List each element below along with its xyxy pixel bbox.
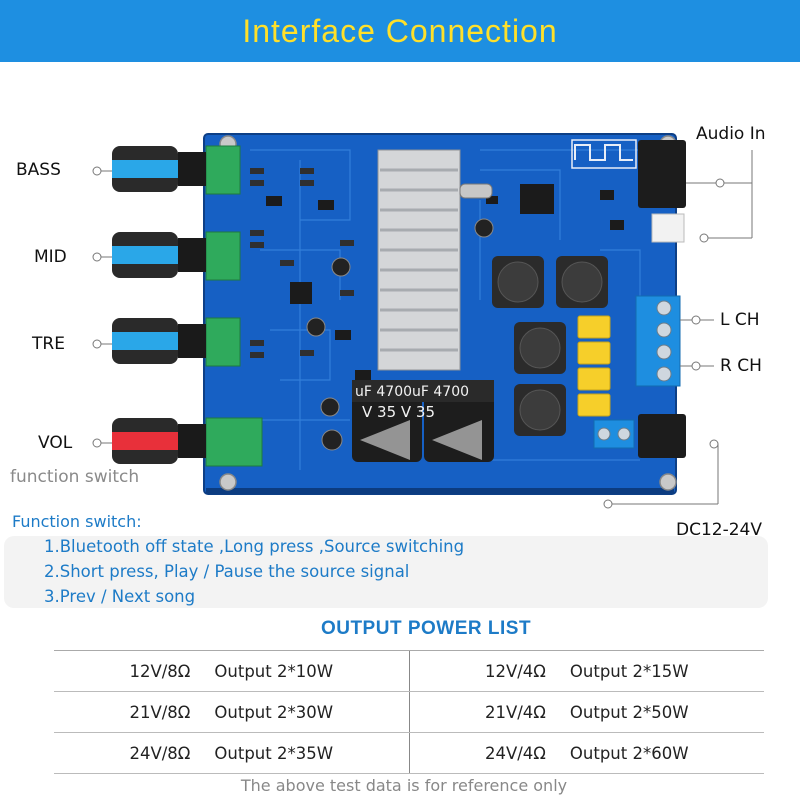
function-switch-item-1: 1.Bluetooth off state ,Long press ,Sourc… [44, 537, 465, 556]
inductors [492, 256, 608, 436]
r-ch-label: R CH [720, 356, 762, 376]
voltage-impedance: 12V/8Ω [129, 661, 191, 681]
film-capacitors [577, 315, 611, 417]
tre-knob [112, 318, 206, 364]
power-list-table: 12V/8Ω Output 2*10W 12V/4Ω Output 2*15W … [54, 650, 764, 774]
power-cell: 12V/4Ω Output 2*15W [410, 651, 765, 691]
output-power: Output 2*30W [214, 702, 334, 722]
power-cell: 12V/8Ω Output 2*10W [54, 651, 410, 691]
table-row: 12V/8Ω Output 2*10W 12V/4Ω Output 2*15W [54, 651, 764, 692]
bluetooth-module [571, 139, 637, 169]
mid-label: MID [34, 247, 67, 267]
header-bar: Interface Connection [0, 0, 800, 62]
audio-in-header [651, 213, 685, 243]
output-power: Output 2*15W [569, 661, 689, 681]
capacitor-print-2: V 35 V 35 [362, 403, 435, 421]
function-switch-box [4, 536, 768, 608]
power-cell: 21V/8Ω Output 2*30W [54, 692, 410, 732]
mid-knob [112, 232, 206, 278]
pcb-edge [206, 488, 674, 494]
power-cell: 24V/8Ω Output 2*35W [54, 733, 410, 773]
table-row: 24V/8Ω Output 2*35W 24V/4Ω Output 2*60W [54, 733, 764, 774]
main-capacitors: uF 4700uF 4700 V 35 V 35 [352, 380, 494, 462]
small-capacitors [306, 218, 494, 451]
output-power: Output 2*10W [214, 661, 334, 681]
small-components [266, 184, 624, 380]
page-title: Interface Connection [242, 12, 558, 49]
function-switch-caption: function switch [10, 467, 140, 487]
heatsink [377, 149, 461, 371]
terminal-screws [656, 300, 672, 382]
bass-label: BASS [16, 160, 61, 180]
dc-label: DC12-24V [676, 520, 762, 540]
function-switch-heading: Function switch: [12, 512, 142, 531]
table-row: 21V/8Ω Output 2*30W 21V/4Ω Output 2*50W [54, 692, 764, 733]
voltage-impedance: 24V/4Ω [484, 743, 546, 763]
audio-in-jack [638, 140, 686, 208]
amplifier-board-image: uF 4700uF 4700 V 35 V 35 [92, 133, 753, 509]
dc-jack [638, 414, 686, 458]
capacitor-print-1: uF 4700uF 4700 [355, 384, 469, 400]
crystal-oscillator [459, 183, 493, 199]
resistor-arrays [250, 168, 354, 358]
function-switch-item-2: 2.Short press, Play / Pause the source s… [44, 562, 410, 581]
leader-lines [92, 150, 753, 509]
output-power: Output 2*60W [569, 743, 689, 763]
tre-label: TRE [32, 334, 65, 354]
output-power: Output 2*35W [214, 743, 334, 763]
power-cell: 21V/4Ω Output 2*50W [410, 692, 765, 732]
voltage-impedance: 24V/8Ω [129, 743, 191, 763]
audio-in-label: Audio In [696, 124, 766, 144]
bluetooth-antenna [574, 144, 633, 161]
power-list-title: OUTPUT POWER LIST [320, 618, 532, 639]
power-cell: 24V/4Ω Output 2*60W [410, 733, 765, 773]
vol-knob [112, 418, 206, 464]
bass-knob [112, 146, 206, 192]
voltage-impedance: 12V/4Ω [484, 661, 546, 681]
voltage-impedance: 21V/8Ω [129, 702, 191, 722]
voltage-impedance: 21V/4Ω [484, 702, 546, 722]
output-power: Output 2*50W [569, 702, 689, 722]
vol-label: VOL [38, 433, 73, 453]
board-illustration: uF 4700uF 4700 V 35 V 35 [0, 62, 800, 540]
footnote: The above test data is for reference onl… [240, 776, 568, 795]
pcb-traces [230, 149, 641, 470]
l-ch-label: L CH [720, 310, 760, 330]
function-switch-item-3: 3.Prev / Next song [44, 587, 196, 606]
